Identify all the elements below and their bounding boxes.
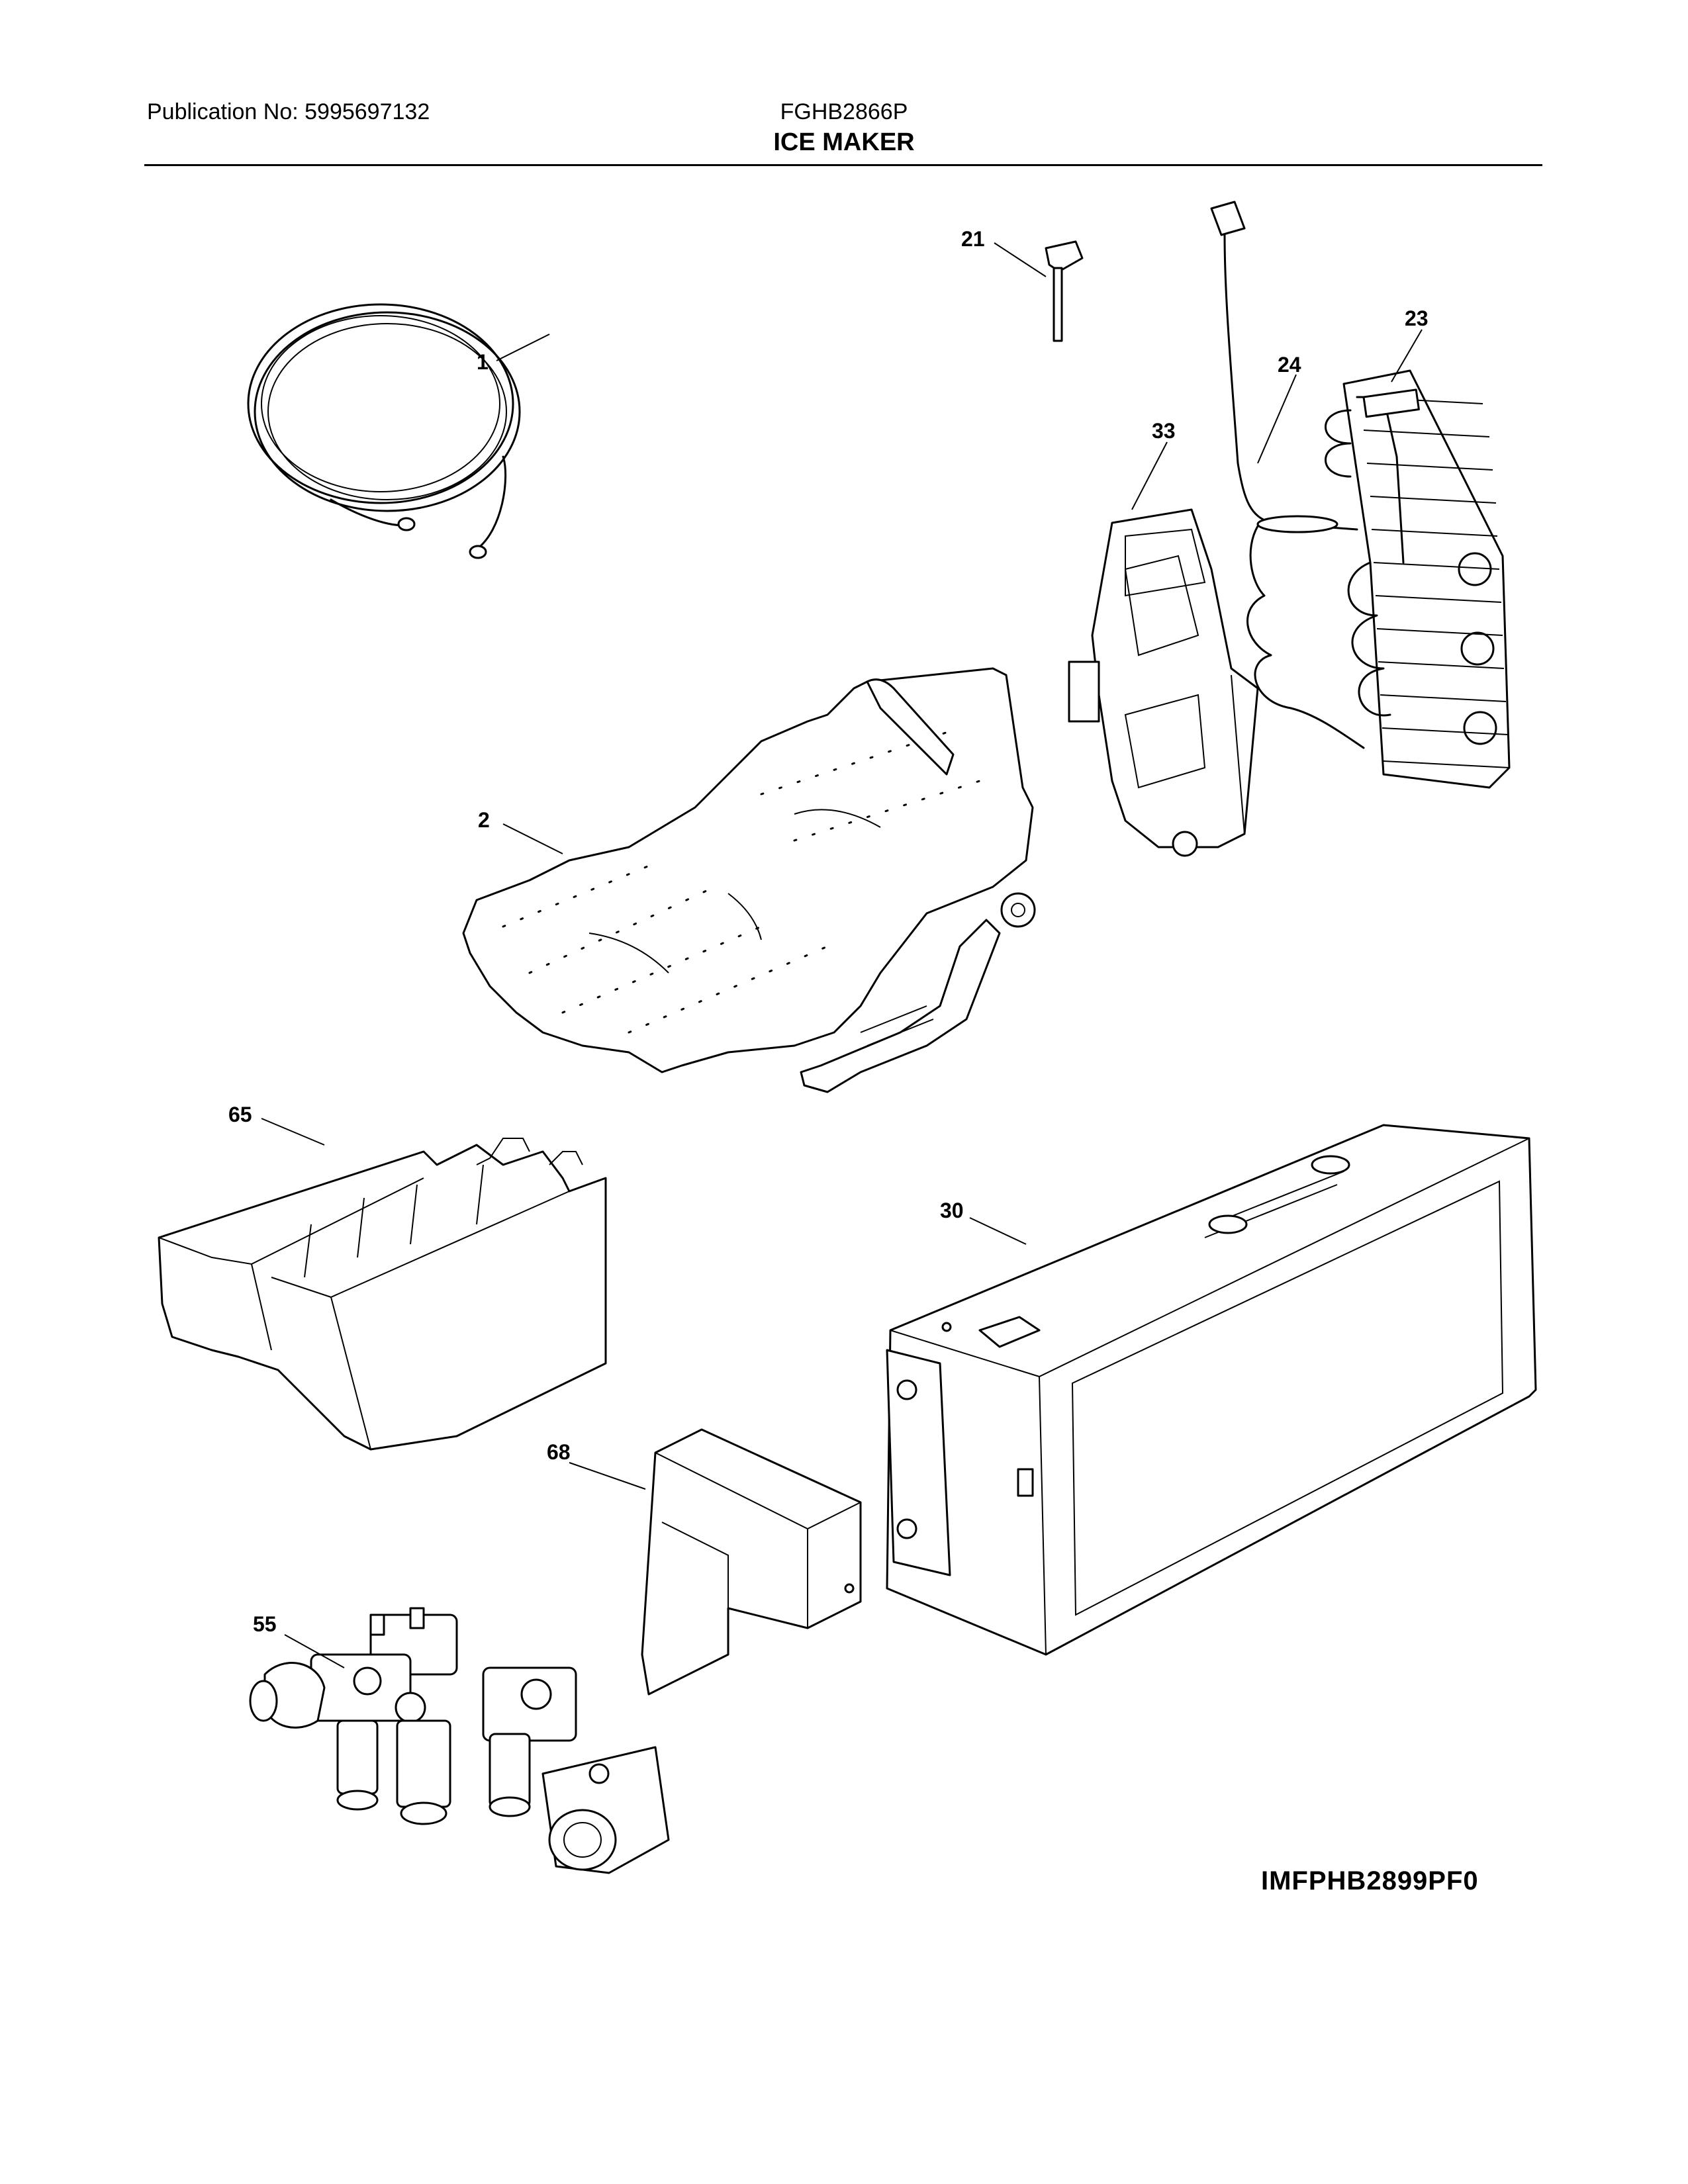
part-23-evaporator[interactable] (1325, 369, 1511, 789)
part-30-housing[interactable] (886, 1124, 1537, 1656)
model-number: FGHB2866P (780, 99, 908, 124)
callout-23: 23 (1405, 306, 1429, 330)
part-68-chute-cover[interactable] (641, 1428, 862, 1696)
callout-68: 68 (547, 1440, 571, 1464)
callout-1: 1 (477, 350, 489, 374)
part-21-connector[interactable] (1045, 240, 1084, 342)
part-33-control-module[interactable] (1068, 508, 1259, 857)
callout-24: 24 (1278, 353, 1301, 377)
callout-21: 21 (961, 227, 985, 251)
callout-55: 55 (253, 1612, 277, 1636)
part-1-water-tube-coil[interactable] (247, 303, 521, 559)
publication-number: Publication No: 5995697132 (147, 99, 430, 124)
drawing-code: IMFPHB2899PF0 (1261, 1866, 1479, 1895)
part-55-water-valve[interactable] (249, 1607, 670, 1874)
part-65-ice-bucket[interactable] (158, 1138, 607, 1451)
leader-lines (261, 242, 1423, 1668)
callout-30: 30 (940, 1199, 964, 1222)
part-2-ice-maker-assembly[interactable] (462, 667, 1036, 1093)
callout-65: 65 (228, 1103, 252, 1126)
part-24-heater-harness[interactable] (1210, 201, 1365, 749)
header-rule (144, 164, 1542, 166)
callout-33: 33 (1152, 419, 1176, 443)
callout-labels: 1 2 21 23 24 33 65 30 68 55 (228, 227, 1429, 1636)
page-title: ICE MAKER (773, 128, 915, 156)
callout-2: 2 (478, 808, 490, 832)
